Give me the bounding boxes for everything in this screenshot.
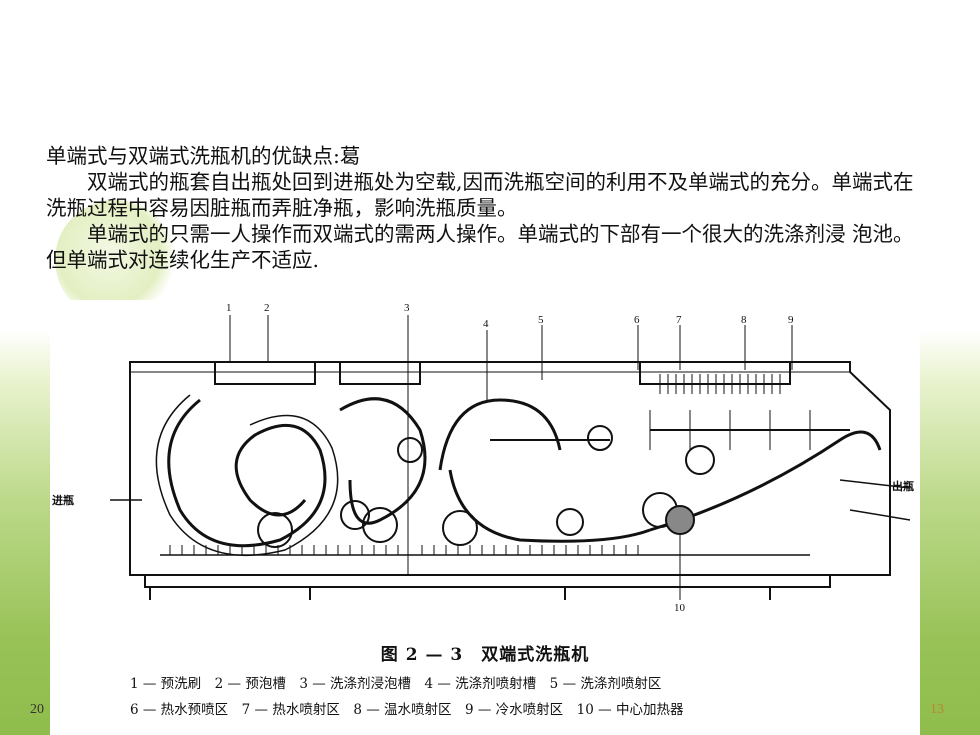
- callout-6: 6: [634, 314, 640, 326]
- inlet-label: 进瓶: [52, 494, 74, 507]
- figure-caption: 图 2 — 3 双端式洗瓶机: [380, 645, 590, 665]
- callout-3: 3: [404, 302, 410, 314]
- washer-diagram: [110, 315, 911, 600]
- footer-date-fragment: 20: [30, 702, 44, 717]
- page-number: 13: [930, 702, 944, 717]
- callout-10: 10: [674, 602, 685, 614]
- washer-diagram-figure: 1 2 3 4 5 6 7 8 9 10 进瓶 出瓶 图 2 — 3 双端式洗瓶…: [50, 300, 920, 735]
- callout-1: 1: [226, 302, 232, 314]
- paragraph-2: 单端式的只需一人操作而双端式的需两人操作。单端式的下部有一个很大的洗涤剂浸 泡池…: [46, 222, 914, 272]
- outlet-label: 出瓶: [892, 480, 914, 493]
- callout-2: 2: [264, 302, 270, 314]
- callout-8: 8: [741, 314, 747, 326]
- callout-4: 4: [483, 318, 489, 330]
- slide-text: 单端式与双端式洗瓶机的优缺点:葛 双端式的瓶套自出瓶处回到进瓶处为空载,因而洗瓶…: [46, 143, 916, 273]
- callout-7: 7: [676, 314, 682, 326]
- callout-9: 9: [788, 314, 794, 326]
- paragraph-1: 双端式的瓶套自出瓶处回到进瓶处为空载,因而洗瓶空间的利用不及单端式的充分。单端式…: [46, 170, 914, 220]
- figure-legend-line-2: 6 — 热水预喷区 7 — 热水喷射区 8 — 温水喷射区 9 — 冷水喷射区 …: [130, 702, 684, 718]
- figure-legend-line-1: 1 — 预洗刷 2 — 预泡槽 3 — 洗涤剂浸泡槽 4 — 洗涤剂喷射槽 5 …: [130, 676, 662, 692]
- callout-5: 5: [538, 314, 544, 326]
- slide-heading: 单端式与双端式洗瓶机的优缺点:葛: [46, 144, 361, 168]
